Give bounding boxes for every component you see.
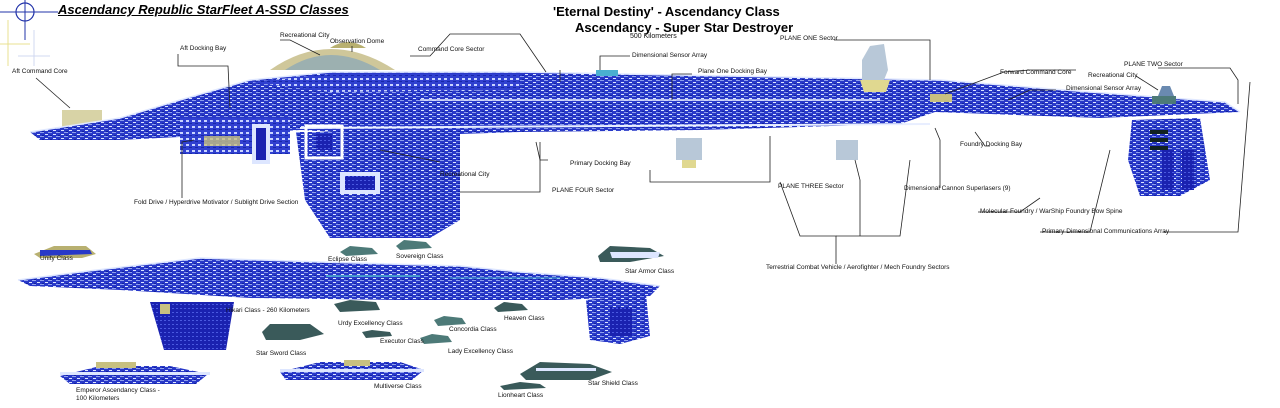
label-primary-comm-array: Primary Dimensional Communications Array <box>1042 228 1170 235</box>
label-forward-command-core: Forward Command Core <box>1000 69 1072 76</box>
label-plane-three-sector: PLANE THREE Sector <box>778 183 844 190</box>
label-recreational-city-right: Recreational City <box>1088 72 1138 79</box>
class-executor: Executor Class <box>380 338 424 345</box>
label-terrestrial-combat: Terrestrial Combat Vehicle / Aerofighter… <box>766 264 950 271</box>
class-star-armor: Star Armor Class <box>625 268 675 275</box>
class-heaven: Heaven Class <box>504 315 545 322</box>
class-unity: Unity Class <box>40 255 73 262</box>
class-eclipse: Eclipse Class <box>328 256 368 263</box>
ship-title-line1: 'Eternal Destiny' - Ascendancy Class <box>553 4 780 19</box>
label-dimensional-sensor-array-2: Dimensional Sensor Array <box>1066 85 1142 92</box>
label-dimensional-cannon: Dimensional Cannon Superlasers (9) <box>904 185 1011 192</box>
class-lionheart: Lionheart Class <box>498 392 544 399</box>
crosshair-logo <box>0 0 58 66</box>
ship-title-line2: Ascendancy - Super Star Destroyer <box>575 20 794 35</box>
leader-lines <box>35 33 1251 264</box>
label-plane-two-sector: PLANE TWO Sector <box>1124 61 1183 68</box>
label-plane-one-docking-bay: Plane One Docking Bay <box>698 68 768 75</box>
label-recreational-city-top: Recreational City <box>280 32 330 39</box>
class-emperor-line2: 100 Kilometers <box>76 395 120 402</box>
label-fold-drive: Fold Drive / Hyperdrive Motivator / Subl… <box>134 199 299 206</box>
main-ship <box>29 42 1241 238</box>
fleet-lineup <box>17 240 664 390</box>
class-multiverse: Multiverse Class <box>374 383 422 390</box>
label-observation-dome: Observation Dome <box>330 38 385 45</box>
class-star-shield: Star Shield Class <box>588 380 638 387</box>
class-hikari: Hikari Class - 260 Kilometers <box>226 307 310 314</box>
label-plane-one-sector: PLANE ONE Sector <box>780 35 838 42</box>
label-aft-docking-bay: Aft Docking Bay <box>180 45 227 52</box>
label-molecular-foundry: Molecular Foundry / WarShip Foundry Bow … <box>980 208 1123 215</box>
class-concordia: Concordia Class <box>449 326 497 333</box>
main-title: Ascendancy Republic StarFleet A-SSD Clas… <box>58 2 349 17</box>
class-star-sword: Star Sword Class <box>256 350 307 357</box>
scale-label: 500 Kilometers <box>630 33 677 40</box>
label-command-core-sector: Command Core Sector <box>418 46 485 53</box>
label-primary-docking-bay: Primary Docking Bay <box>570 160 631 167</box>
label-recreational-city-mid: Recreational City <box>440 171 490 178</box>
label-dimensional-sensor-array-1: Dimensional Sensor Array <box>632 52 708 59</box>
class-sovereign: Sovereign Class <box>396 253 444 260</box>
label-plane-four-sector: PLANE FOUR Sector <box>552 187 615 194</box>
class-lady-excellency: Lady Excellency Class <box>448 348 514 355</box>
label-foundry-docking-bay: Foundry Docking Bay <box>960 141 1023 148</box>
class-urdy-excellency: Urdy Excellency Class <box>338 320 403 327</box>
class-emperor-line1: Emperor Ascendancy Class - <box>76 387 160 394</box>
label-aft-command-core: Aft Command Core <box>12 68 68 75</box>
